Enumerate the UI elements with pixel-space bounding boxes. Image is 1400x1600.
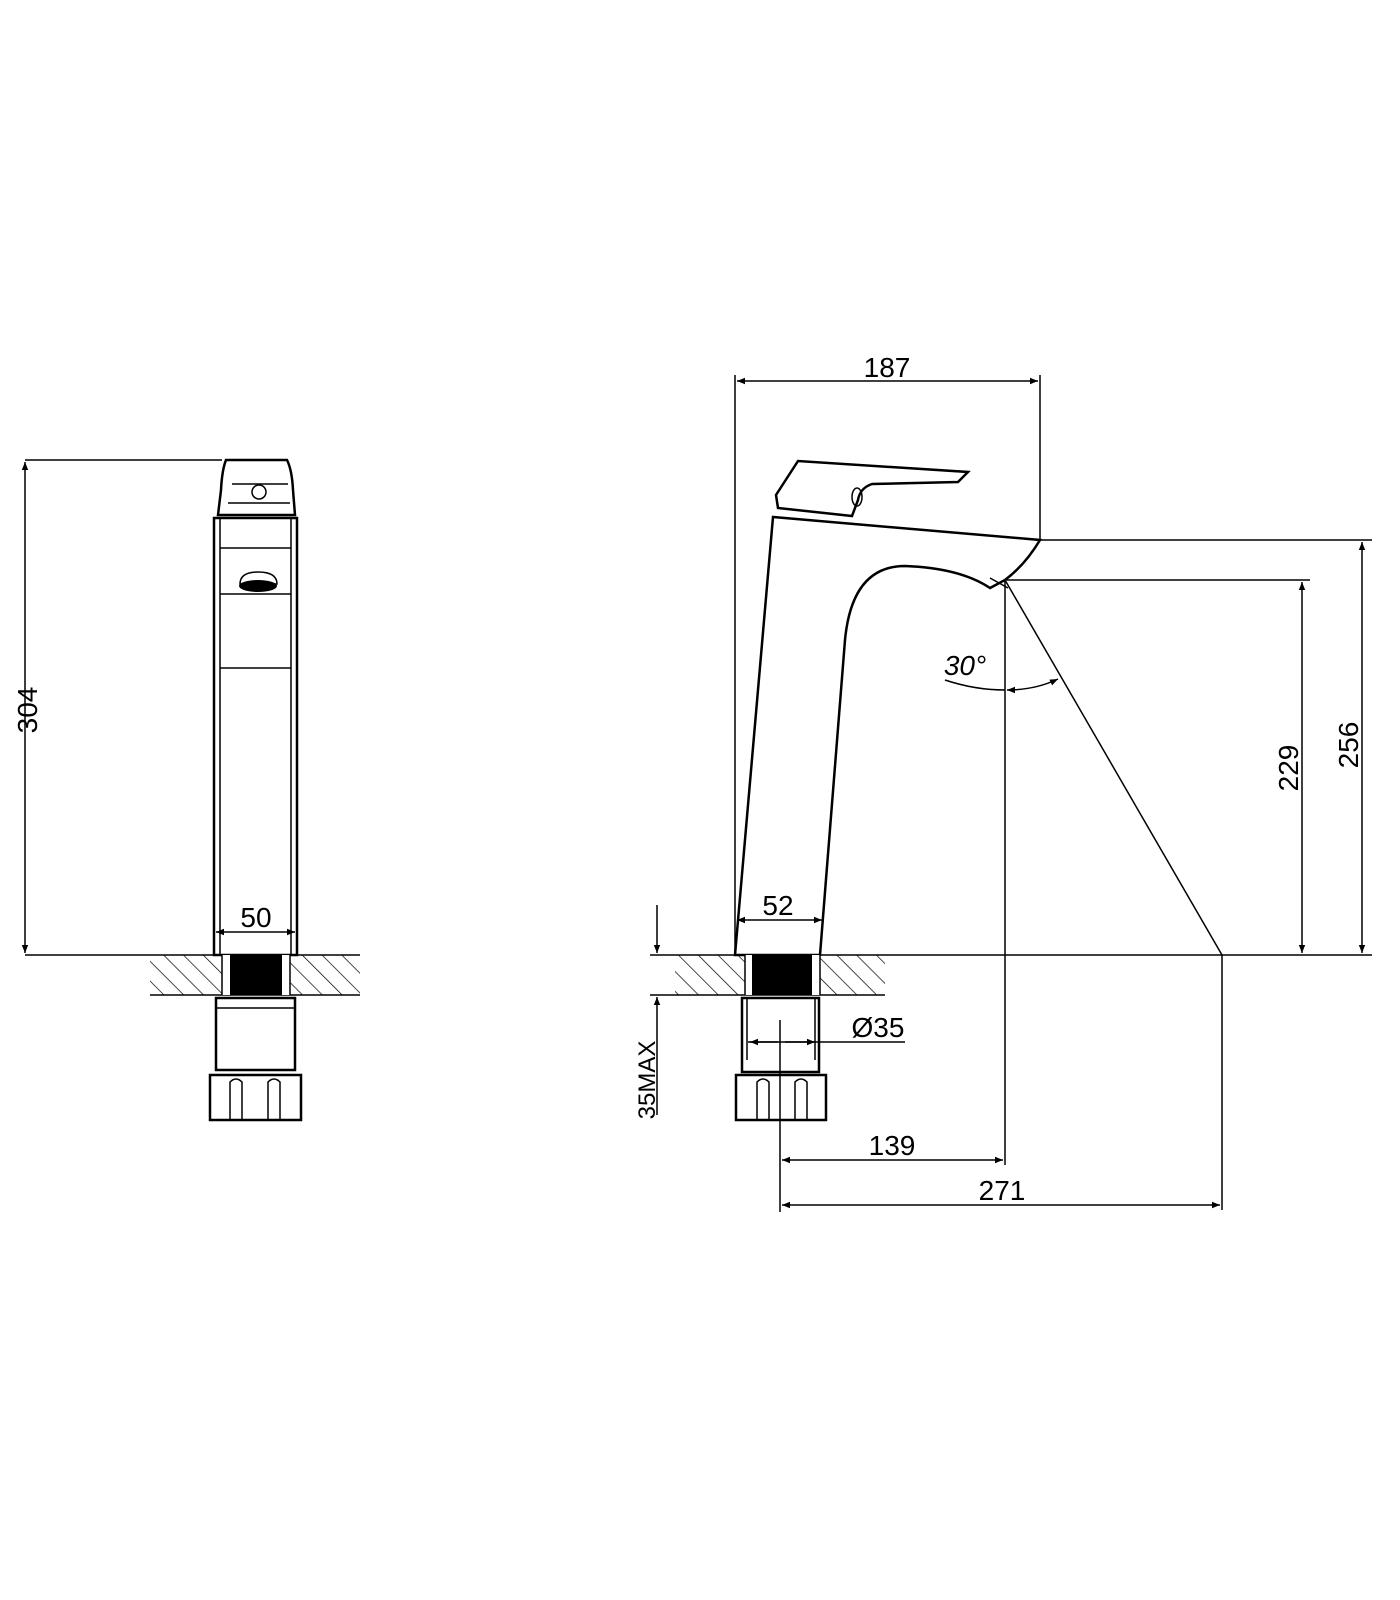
mounting-shank	[752, 955, 812, 995]
spout-height-label: 229	[1273, 745, 1304, 792]
body-side	[733, 515, 1043, 957]
handle-side	[774, 459, 971, 518]
width-label: 50	[240, 902, 271, 933]
overall-spout-label: 256	[1333, 722, 1364, 769]
handle-screw-icon	[251, 484, 267, 500]
side-view: 187 52 Ø35 35MAX	[634, 352, 1372, 1212]
pipe-side	[740, 996, 821, 1074]
water-stream-line	[1004, 579, 1223, 956]
height-label: 304	[12, 687, 43, 734]
stream-distance-label: 271	[979, 1175, 1026, 1206]
outlet-distance-label: 139	[869, 1130, 916, 1161]
mounting-shank	[230, 955, 282, 995]
nut-side	[734, 1073, 828, 1122]
aerator-icon	[239, 580, 277, 592]
base-width-label: 52	[762, 890, 793, 921]
handle-front	[216, 458, 297, 517]
max-thickness-label: 35MAX	[634, 1041, 661, 1120]
nut-front	[208, 1073, 303, 1122]
front-view: 304 50	[12, 458, 360, 1122]
pipe-front	[214, 996, 297, 1072]
reach-label: 187	[864, 352, 911, 383]
pipe-diameter-label: Ø35	[852, 1012, 905, 1043]
angle-label: 30°	[944, 650, 986, 681]
